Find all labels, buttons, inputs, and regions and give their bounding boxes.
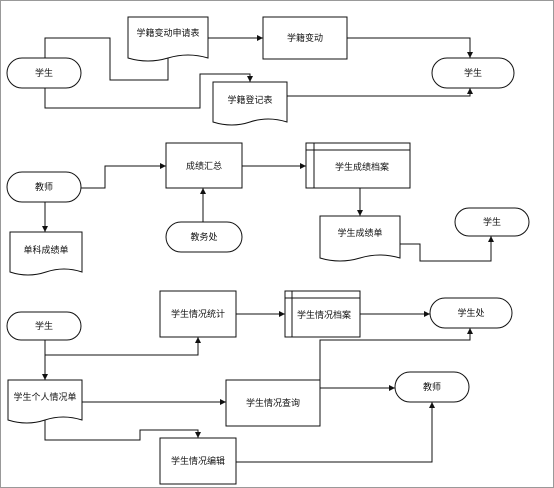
status-statistics-label: 学生情况统计 bbox=[171, 308, 225, 320]
registration-form-label: 学籍登记表 bbox=[227, 94, 272, 106]
status-editing-label: 学生情况编辑 bbox=[171, 455, 225, 467]
edge-change-to-student bbox=[347, 37, 473, 58]
edge-student-to-statistics bbox=[45, 337, 201, 356]
status-archive-label: 学生情况档案 bbox=[297, 309, 351, 321]
terminal-student-right bbox=[431, 57, 515, 89]
status-change-label: 学籍变动 bbox=[287, 32, 323, 44]
process-status-query bbox=[225, 379, 321, 427]
grade-archive-label: 学生成绩档案 bbox=[335, 161, 389, 173]
edge-personal-form-to-editing bbox=[44, 420, 201, 441]
teacher-label: 教师 bbox=[423, 381, 441, 393]
edge-registration-to-student bbox=[287, 88, 473, 97]
process-grade-summary bbox=[165, 142, 243, 189]
process-status-statistics bbox=[159, 290, 237, 338]
grade-summary-label: 成绩汇总 bbox=[186, 160, 222, 172]
document-single-subject-sheet bbox=[9, 231, 83, 276]
terminal-teacher bbox=[6, 171, 82, 203]
process-status-editing bbox=[159, 437, 237, 485]
student-label: 学生 bbox=[483, 216, 501, 228]
terminal-academic-affairs bbox=[165, 221, 243, 253]
student-office-label: 学生处 bbox=[457, 307, 484, 319]
terminal-student-left bbox=[6, 57, 82, 89]
terminal-student bbox=[454, 207, 530, 237]
edge-query-to-office bbox=[319, 328, 473, 402]
flow-grade-management: 教师 成绩汇总 学生成绩档案 教务处 单科成绩单 学生成绩单 学生 bbox=[6, 142, 530, 276]
student-left-label: 学生 bbox=[35, 67, 53, 79]
student-label: 学生 bbox=[35, 320, 53, 332]
document-student-grade-sheet bbox=[319, 215, 401, 262]
edge-student-to-registration bbox=[44, 73, 253, 109]
flow-student-status: 学生 学生情况统计 学生情况档案 学生处 学生个人情况单 学生情况查询 教师 学… bbox=[6, 290, 513, 485]
personal-status-form-label: 学生个人情况单 bbox=[13, 391, 76, 403]
document-change-application bbox=[127, 16, 209, 62]
edge-grade-sheet-to-student bbox=[400, 236, 494, 262]
document-personal-status-form bbox=[7, 379, 83, 424]
terminal-student bbox=[6, 311, 82, 341]
document-registration-form bbox=[212, 81, 288, 126]
edge-student-to-application bbox=[44, 37, 171, 81]
academic-affairs-label: 教务处 bbox=[190, 231, 217, 243]
edge-editing-to-teacher bbox=[236, 402, 435, 463]
terminal-student-office bbox=[429, 297, 513, 329]
change-application-label: 学籍变动申请表 bbox=[136, 27, 199, 39]
single-subject-sheet-label: 单科成绩单 bbox=[23, 244, 68, 256]
flow-student-status-change: 学生 学籍变动申请表 学籍变动 学生 学籍登记表 bbox=[6, 16, 515, 126]
teacher-label: 教师 bbox=[35, 181, 53, 193]
student-grade-sheet-label: 学生成绩单 bbox=[337, 227, 382, 239]
student-right-label: 学生 bbox=[464, 67, 482, 79]
process-status-change bbox=[262, 16, 348, 60]
store-status-archive bbox=[284, 290, 361, 338]
edge-teacher-to-summary bbox=[81, 163, 166, 189]
terminal-teacher bbox=[394, 371, 470, 403]
status-query-label: 学生情况查询 bbox=[246, 397, 300, 409]
